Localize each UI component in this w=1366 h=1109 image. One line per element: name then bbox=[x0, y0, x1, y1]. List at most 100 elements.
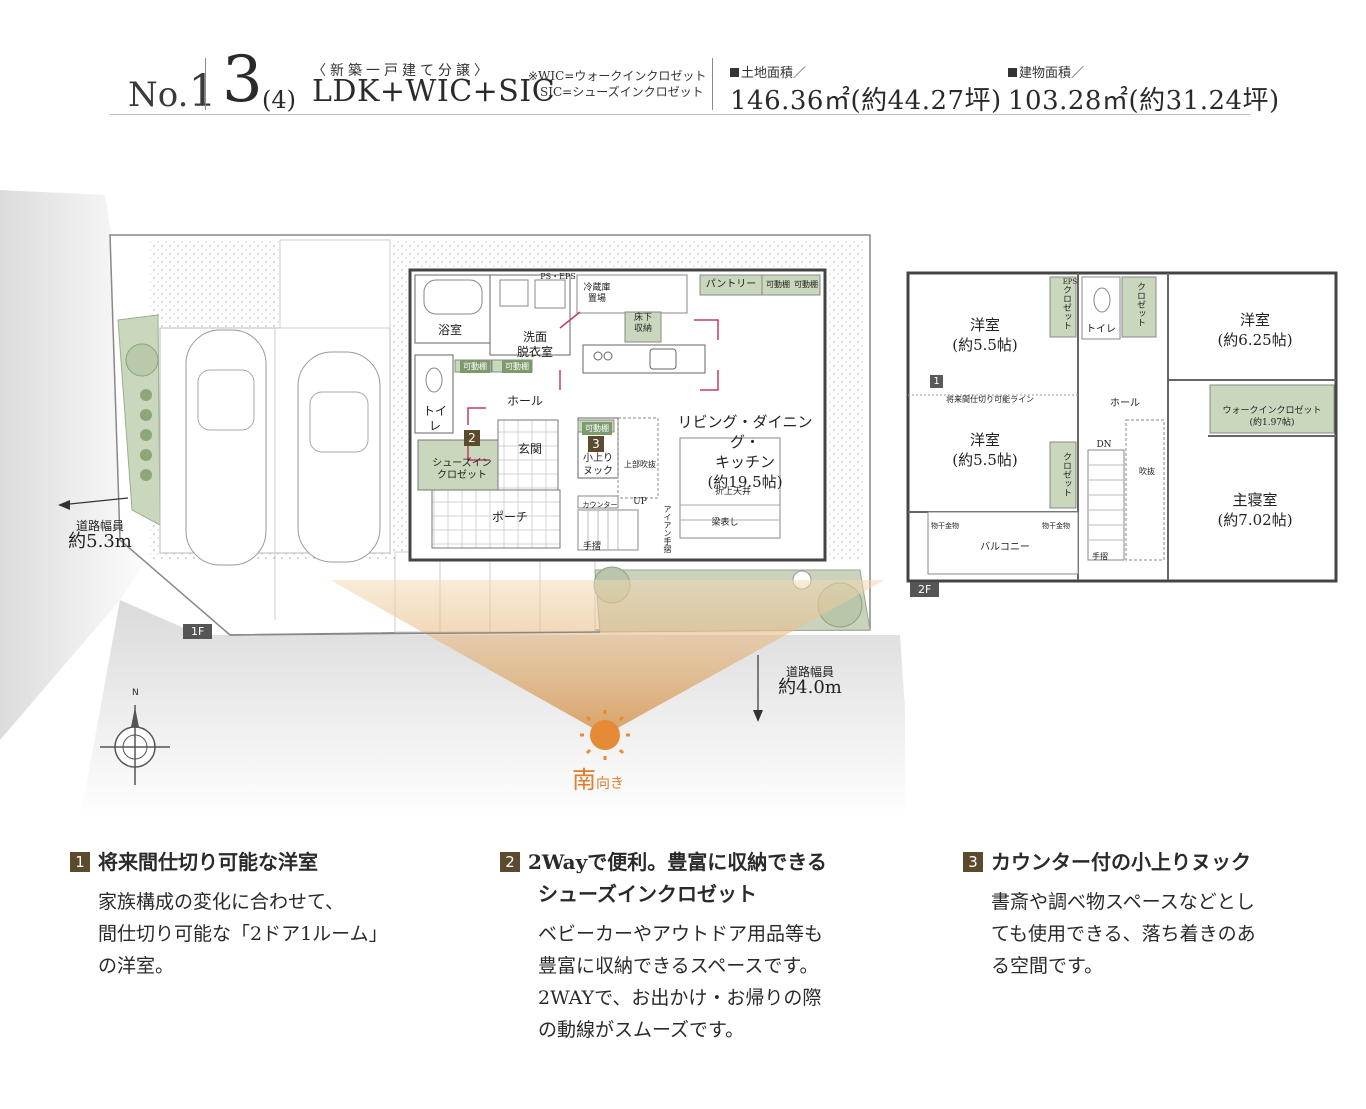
header-divider bbox=[205, 58, 206, 110]
car-left bbox=[185, 329, 267, 566]
shrub bbox=[140, 389, 152, 401]
toilet-label: トイレ bbox=[422, 404, 447, 433]
hall-label-2f: ホール bbox=[1110, 398, 1140, 409]
sun-icon bbox=[580, 710, 630, 760]
road-arrow bbox=[59, 497, 129, 506]
closet bbox=[1121, 276, 1157, 338]
shelf bbox=[761, 274, 821, 296]
toilet-bowl-2f bbox=[1093, 287, 1111, 313]
underfloor-label-2: 収納 bbox=[633, 324, 652, 334]
south-facing-label: 南向き bbox=[572, 760, 624, 795]
closet bbox=[1049, 276, 1077, 338]
feature-2-line: 豊富に収納できるスペースです。 bbox=[538, 955, 819, 977]
north-label: N bbox=[132, 688, 139, 698]
feature-3-line: ても使用できる、落ち着きのあ bbox=[991, 923, 1256, 945]
room1-label-1: 洋室 bbox=[969, 316, 1000, 334]
underfloor-label: 床下収納 bbox=[625, 313, 661, 335]
road-width-left: 道路幅員 約5.3m bbox=[55, 518, 145, 551]
nook-label: 小上りヌック bbox=[578, 452, 618, 478]
land-area-label-text: 土地面積／ bbox=[741, 66, 807, 81]
compass-icon bbox=[100, 705, 170, 785]
ldk-label-1: リビング・ダイニング・ bbox=[677, 413, 813, 451]
master-label-2: (約7.02帖) bbox=[1217, 511, 1293, 529]
void-2f bbox=[1125, 419, 1165, 561]
toilet-bowl bbox=[425, 367, 443, 393]
washroom-label: 洗面脱衣室 bbox=[510, 330, 560, 360]
road-width-bottom-label: 道路幅員 bbox=[785, 665, 834, 679]
room-count-alt: (4) bbox=[262, 86, 296, 114]
room2-label: 洋室(約5.5帖) bbox=[930, 430, 1040, 470]
shelf-label: 可動棚 bbox=[794, 280, 818, 289]
feature-3-body: 書斎や調べ物スペースなどとし ても使用できる、落ち着きのあ る空間です。 bbox=[963, 886, 1343, 982]
upper-void bbox=[617, 417, 659, 499]
closet bbox=[1049, 441, 1077, 509]
room3-label-1: 洋室 bbox=[1239, 311, 1270, 329]
closet-label: クロゼット bbox=[1061, 452, 1071, 497]
bath-label: 浴室 bbox=[437, 323, 462, 337]
feature-2-line: ベビーカーやアウトドア用品等も bbox=[538, 923, 824, 945]
hall-label: ホール bbox=[506, 394, 543, 408]
feature-3-line: 書斎や調べ物スペースなどとし bbox=[991, 891, 1255, 913]
feature-1-title: 1 将来間仕切り可能な洋室 bbox=[70, 846, 460, 878]
toilet-label-2f: トイレ bbox=[1086, 324, 1116, 335]
porch bbox=[431, 489, 561, 549]
shoes-closet-label-2: クロゼット bbox=[437, 470, 487, 481]
facing-label: 向き bbox=[596, 776, 624, 792]
room-count: 3 bbox=[222, 43, 263, 117]
dryer-label: 物干金物 bbox=[931, 522, 959, 530]
feature-1-badge: 1 bbox=[70, 852, 90, 872]
feature-badge-2: 2 bbox=[464, 430, 480, 446]
feature-1-title-text: 将来間仕切り可能な洋室 bbox=[98, 850, 318, 874]
feature-2-title-line2: シューズインクロゼット bbox=[538, 882, 757, 906]
balcony-label: バルコニー bbox=[980, 542, 1030, 553]
underfloor-label-1: 床下 bbox=[633, 313, 652, 323]
feature-2-body: ベビーカーやアウトドア用品等も 豊富に収納できるスペースです。 2WAYで、お出… bbox=[500, 918, 920, 1046]
porch-label: ポーチ bbox=[491, 510, 528, 524]
fridge-label: 冷蔵庫置場 bbox=[580, 283, 614, 305]
floor2-tag: 2F bbox=[910, 582, 940, 597]
site-front-edge bbox=[229, 631, 601, 636]
handrail-label: 手摺 bbox=[582, 542, 601, 552]
master-label-1: 主寝室 bbox=[1232, 491, 1278, 509]
stove bbox=[603, 351, 613, 361]
building-area-value: 103.28㎡(約31.24坪) bbox=[1008, 86, 1280, 116]
car-right bbox=[297, 351, 381, 563]
ldk-label: リビング・ダイニング・ キッチン (約19.5帖) bbox=[665, 412, 825, 492]
partition-label: 将来間仕切り可能ライン bbox=[946, 395, 1034, 404]
counter-label: カウンター bbox=[582, 501, 618, 509]
abbrev-note: ※WIC=ウォークインクロゼット SIC=シューズインクロゼット bbox=[528, 68, 706, 100]
handrail-label-2f: 手摺 bbox=[1092, 552, 1108, 561]
wic-label-1: ウォークインクロゼット bbox=[1222, 406, 1322, 416]
upper-void-label: 上部吹抜 bbox=[624, 460, 656, 469]
shelf-label: 可動棚 bbox=[766, 280, 790, 289]
closet-label: クロゼット bbox=[1135, 282, 1145, 327]
room2-label-2: (約5.5帖) bbox=[952, 451, 1018, 469]
header-rule bbox=[110, 114, 1250, 115]
building-area-label: 建物面積／ bbox=[1008, 62, 1084, 81]
road-width-bottom: 道路幅員 約4.0m bbox=[765, 664, 855, 697]
walk-in-closet bbox=[1209, 384, 1335, 434]
shoes-closet-label-1: シューズイン bbox=[432, 458, 492, 469]
nook-label-2: ヌック bbox=[583, 466, 613, 477]
feature-1-line: 間仕切り可能な「2ドア1ルーム」 bbox=[98, 923, 388, 945]
feature-2-line: 2WAYで、お出かけ・お帰りの際 bbox=[538, 987, 822, 1009]
flow-arrow bbox=[694, 319, 719, 340]
washroom-label-2: 脱衣室 bbox=[516, 345, 553, 359]
feature-1-body: 家族構成の変化に合わせて、 間仕切り可能な「2ドア1ルーム」 の洋室。 bbox=[70, 886, 460, 982]
shrub bbox=[140, 409, 152, 421]
fridge-label-1: 冷蔵庫 bbox=[583, 283, 611, 293]
flow-arrow bbox=[559, 311, 581, 329]
kitchen-counter bbox=[582, 344, 706, 374]
feature-2-badge: 2 bbox=[500, 852, 520, 872]
abbrev-note-sic: SIC=シューズインクロゼット bbox=[540, 85, 704, 99]
feature-1: 1 将来間仕切り可能な洋室 家族構成の変化に合わせて、 間仕切り可能な「2ドア1ル… bbox=[70, 846, 460, 982]
shelf-tag: 可動棚 bbox=[502, 360, 532, 373]
washroom-label-1: 洗面 bbox=[522, 330, 547, 344]
ldk-label-3: (約19.5帖) bbox=[707, 473, 783, 491]
void-label-2f: 吹抜 bbox=[1139, 467, 1155, 476]
car-left-window bbox=[197, 369, 255, 431]
raised-ceiling bbox=[679, 437, 781, 539]
road-width-left-label: 道路幅員 bbox=[75, 519, 124, 533]
